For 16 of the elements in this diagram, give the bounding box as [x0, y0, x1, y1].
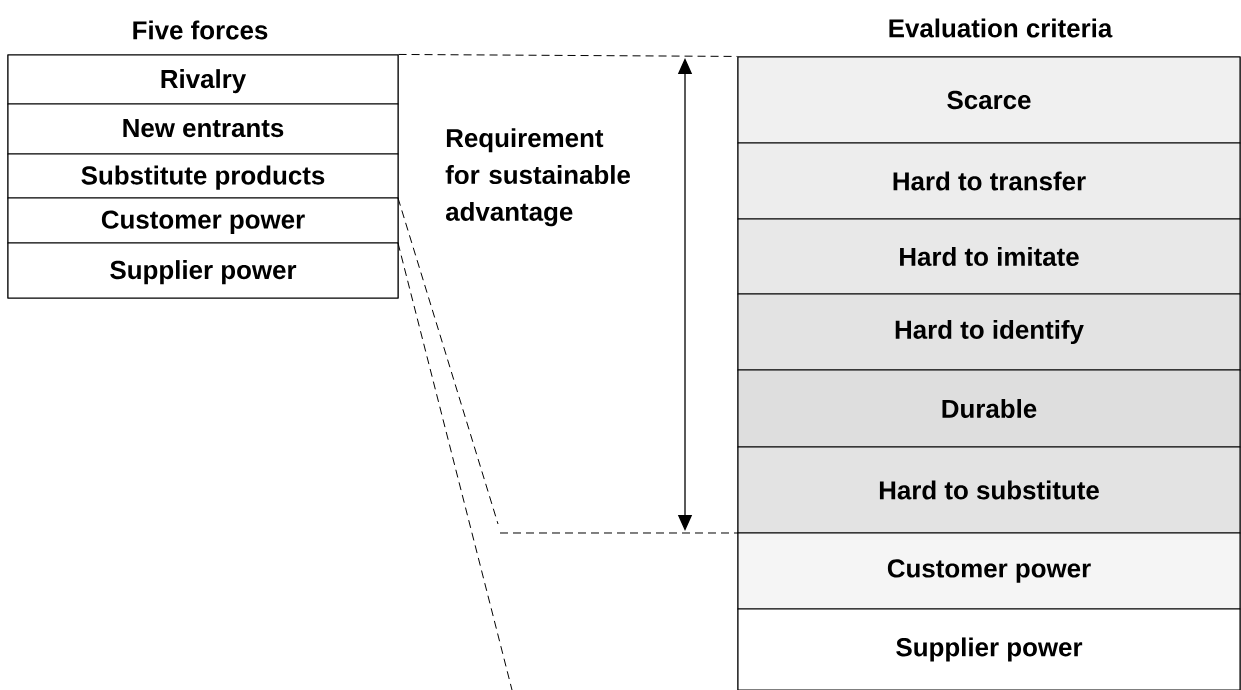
table-heading: Five forces — [133, 20, 268, 40]
table-row: Supplier power — [737, 608, 1241, 690]
table-row: Customer power — [737, 532, 1241, 610]
table-row: Hard to imitate — [737, 218, 1241, 295]
table-row: Substitute products — [7, 153, 399, 199]
table-row: New entrants — [7, 103, 399, 155]
table-row: Supplier power — [7, 242, 399, 299]
table-row: Customer power — [7, 197, 399, 244]
table-row: Hard to identify — [737, 293, 1241, 371]
table-heading: Evaluation criteria — [889, 18, 1113, 38]
dimension-label: Requirement for sustainable advantage — [445, 128, 630, 227]
table-row: Rivalry — [7, 54, 399, 105]
table-row: Hard to substitute — [737, 446, 1241, 534]
table-row: Hard to transfer — [737, 142, 1241, 220]
table-row: Scarce — [737, 56, 1241, 144]
table-row: Durable — [737, 369, 1241, 448]
